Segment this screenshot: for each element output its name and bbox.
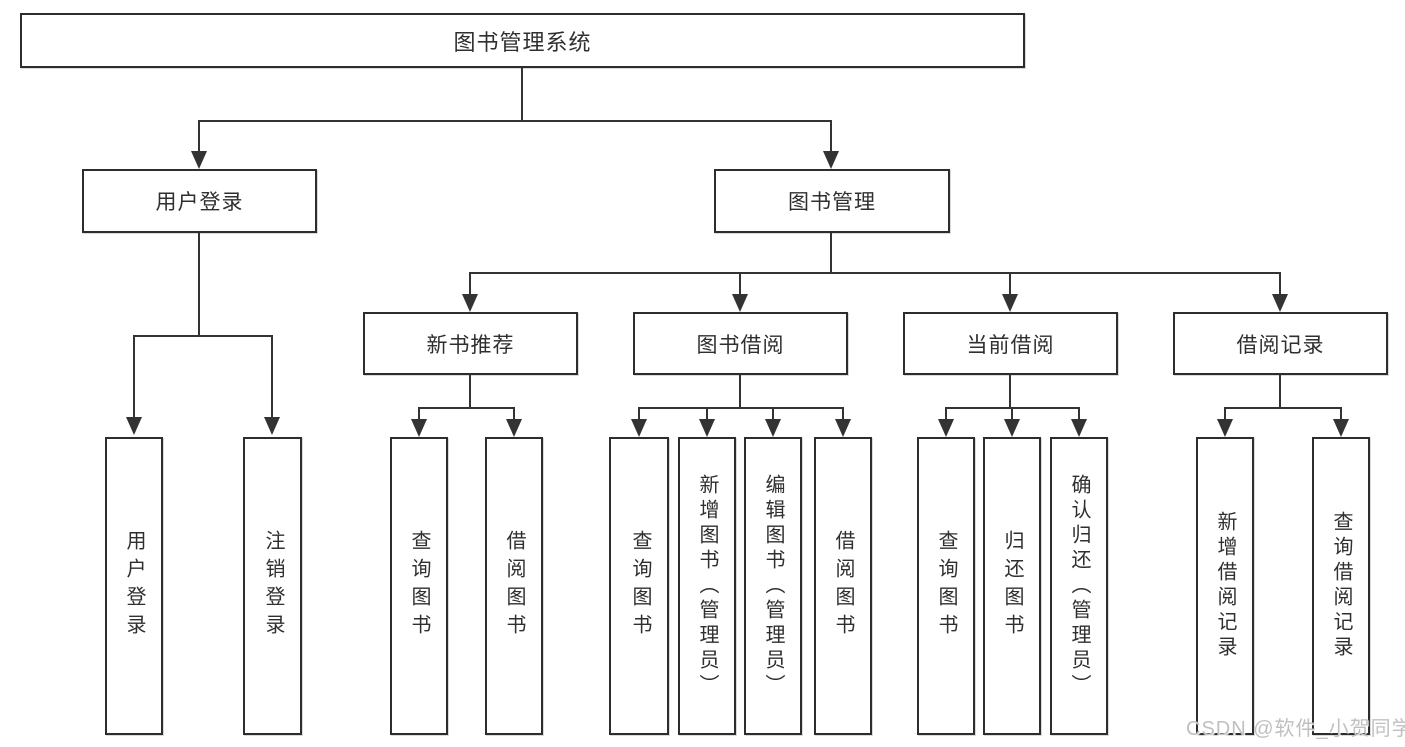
arrow-down-icon <box>506 419 522 437</box>
arrow-down-icon <box>1071 419 1087 437</box>
node-label: 图书管理系统 <box>453 29 592 55</box>
node-newbook-query-books: 查询图书 <box>390 437 448 735</box>
connector-line <box>1009 375 1011 408</box>
connector-line <box>842 407 844 421</box>
node-label: 图书管理 <box>788 191 876 214</box>
connector-line <box>1279 375 1281 408</box>
node-add-borrow-record: 新增借阅记录 <box>1196 437 1254 735</box>
arrow-down-icon <box>1333 419 1349 437</box>
connector-line <box>830 233 832 273</box>
connector-line <box>706 407 708 421</box>
node-new-book-recommendation: 新书推荐 <box>363 312 578 375</box>
connector-line <box>198 233 200 336</box>
arrow-down-icon <box>1217 419 1233 437</box>
connector-line <box>271 335 273 419</box>
arrow-down-icon <box>835 419 851 437</box>
node-logout: 注销登录 <box>243 437 302 735</box>
node-current-query-books: 查询图书 <box>917 437 975 735</box>
node-label: 借阅记录 <box>1236 333 1325 357</box>
node-label: 用户登录 <box>155 191 244 214</box>
node-confirm-return-admin: 确认归还（管理员） <box>1050 437 1108 735</box>
connector-line <box>739 375 741 408</box>
connector-line <box>469 272 471 296</box>
connector-line <box>1340 407 1342 421</box>
connector-line <box>739 272 741 296</box>
connector-line <box>418 407 515 409</box>
connector-line <box>513 407 515 421</box>
csdn-watermark: CSDN @软件_小贺同学 <box>1186 718 1405 740</box>
arrow-down-icon <box>732 294 748 312</box>
arrow-down-icon <box>631 419 647 437</box>
node-label: 当前借阅 <box>966 333 1055 357</box>
node-borrowing-records: 借阅记录 <box>1173 312 1388 375</box>
arrow-down-icon <box>1272 294 1288 312</box>
connector-line <box>1009 272 1011 296</box>
connector-line <box>469 272 1281 274</box>
arrow-down-icon <box>765 419 781 437</box>
arrow-down-icon <box>191 151 207 169</box>
connector-line <box>1279 272 1281 296</box>
connector-line <box>521 68 523 121</box>
arrow-down-icon <box>126 417 142 435</box>
arrow-down-icon <box>823 151 839 169</box>
arrow-down-icon <box>1002 294 1018 312</box>
node-label: 新书推荐 <box>426 333 515 357</box>
node-book-management: 图书管理 <box>714 169 950 233</box>
connector-line <box>1224 407 1226 421</box>
node-user-login: 用户登录 <box>82 169 317 233</box>
arrow-down-icon <box>411 419 427 437</box>
node-user-login-leaf: 用户登录 <box>105 437 163 735</box>
node-label: 图书借阅 <box>696 333 785 357</box>
connector-line <box>638 407 844 409</box>
arrow-down-icon <box>264 417 280 435</box>
connector-line <box>133 335 273 337</box>
arrow-down-icon <box>699 419 715 437</box>
connector-line <box>198 120 832 122</box>
connector-line <box>133 335 135 419</box>
connector-line <box>638 407 640 421</box>
connector-line <box>198 120 200 153</box>
connector-line <box>1078 407 1080 421</box>
node-return-books: 归还图书 <box>983 437 1041 735</box>
node-query-borrow-record: 查询借阅记录 <box>1312 437 1370 735</box>
node-book-borrowing: 图书借阅 <box>633 312 848 375</box>
connector-line <box>772 407 774 421</box>
node-book-management-system: 图书管理系统 <box>20 13 1025 68</box>
connector-line <box>469 375 471 408</box>
connector-line <box>1224 407 1342 409</box>
node-borrow-query-books: 查询图书 <box>609 437 669 735</box>
connector-line <box>1011 407 1013 421</box>
node-edit-books-admin: 编辑图书（管理员） <box>744 437 802 735</box>
connector-line <box>830 120 832 153</box>
node-newbook-borrow-books: 借阅图书 <box>485 437 543 735</box>
connector-line <box>945 407 947 421</box>
node-add-books-admin: 新增图书（管理员） <box>678 437 736 735</box>
node-borrow-borrow-books: 借阅图书 <box>814 437 872 735</box>
connector-line <box>418 407 420 421</box>
arrow-down-icon <box>1004 419 1020 437</box>
node-current-borrowing: 当前借阅 <box>903 312 1118 375</box>
arrow-down-icon <box>462 294 478 312</box>
arrow-down-icon <box>938 419 954 437</box>
